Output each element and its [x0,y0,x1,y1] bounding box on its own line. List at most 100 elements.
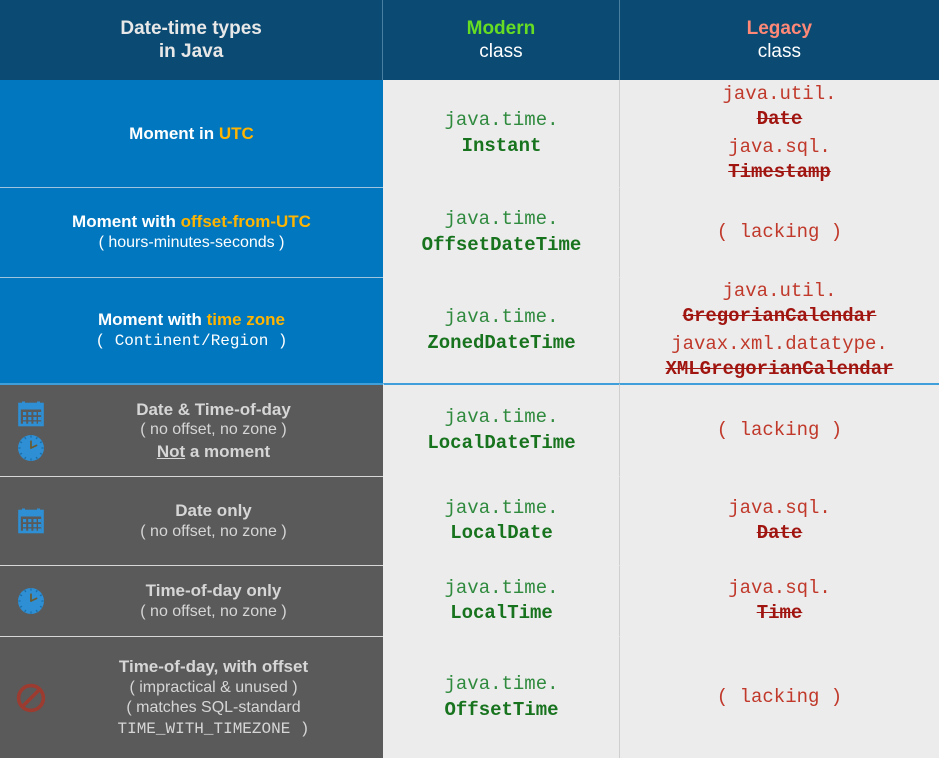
modern-class-cell: java.time.Instant [383,80,619,187]
header-cell-legacy: Legacy class [618,0,939,80]
class-pair: javax.xml.datatype.XMLGregorianCalendar [665,332,893,382]
description-title: Time-of-day only [145,580,282,600]
class-name: XMLGregorianCalendar [665,357,894,380]
description-body: Time-of-day, with offset ( impractical & … [6,656,377,739]
description-body: Date & Time-of-day ( no offset, no zone )… [6,399,377,463]
class-pair: java.util.GregorianCalendar [665,279,893,329]
legacy-class-cell: ( lacking ) [619,187,939,277]
description-subtitle: ( no offset, no zone ) [140,421,287,439]
legacy-class-cell: ( lacking ) [619,383,939,476]
modern-class-cell: java.time.OffsetTime [383,636,619,758]
class-pair: java.time.LocalDateTime [427,405,575,455]
description-body: Moment with offset-from-UTC ( hours-minut… [6,211,377,253]
class-pair: java.sql.Timestamp [722,135,836,185]
legacy-lacking-label: ( lacking ) [716,685,843,708]
table-row: Time-of-day only( no offset, no zone ) ja… [0,565,939,636]
legacy-class-block: java.sql. Time [728,576,831,626]
description-subtitle: ( Continent/Region ) [95,332,288,351]
description-subtitle: ( hours-minutes-seconds ) [98,234,285,252]
description-body: Time-of-day only( no offset, no zone ) [6,580,377,622]
modern-class-block: java.time.Instant [444,108,558,158]
legacy-class-cell: java.sql. Time [619,565,939,636]
package-name: java.time. [444,306,559,329]
package-name: java.time. [444,496,559,519]
row-icon-stack [12,477,50,565]
package-name: java.sql. [728,496,831,519]
row-description-cell: Time-of-day, with offset ( impractical & … [0,636,383,758]
table-header-row: Date-time types in Java Modern class Leg… [0,0,939,80]
description-body: Date only( no offset, no zone ) [6,500,377,542]
class-pair: java.time.Instant [444,108,558,158]
class-pair: java.sql. Time [728,576,831,626]
row-icon-stack [12,385,50,476]
modern-class-block: java.time.ZonedDateTime [427,305,575,355]
description-title: Date only [175,500,252,520]
row-icon-stack [12,566,50,636]
description-subtitle: TIME_WITH_TIMEZONE ) [117,719,310,738]
description-body: Moment in UTC [6,123,377,145]
row-description-cell: Moment with offset-from-UTC ( hours-minut… [0,187,383,277]
description-subtitle: ( matches SQL-standard [126,699,301,717]
package-name: java.util. [722,280,837,303]
package-name: java.time. [444,576,559,599]
class-name: Date [756,108,803,131]
legacy-class-block: ( lacking ) [717,685,842,710]
package-name: java.time. [444,109,559,132]
table-row: Date & Time-of-day ( no offset, no zone )… [0,383,939,476]
class-pair: java.time.ZonedDateTime [427,305,575,355]
class-pair: java.time.OffsetTime [444,672,558,722]
row-description-cell: Moment with time zone ( Continent/Region … [0,277,383,383]
class-name: Date [756,522,803,544]
class-name: Timestamp [728,160,831,183]
class-name: LocalTime [450,602,553,624]
table-row: Moment with time zone ( Continent/Region … [0,277,939,383]
table-row: Moment in UTC java.time.Instant java.util.… [0,80,939,187]
row-description-cell: Date only( no offset, no zone ) [0,476,383,565]
package-name: javax.xml.datatype. [671,332,888,355]
class-pair: java.time. LocalDate [444,496,558,546]
description-note-emphasis: Not [156,441,186,461]
description-title: Moment with time zone [97,310,285,330]
legacy-class-block: java.sql. Date [728,496,831,546]
package-name: java.time. [444,208,559,231]
package-name: java.util. [722,83,837,106]
modern-class-block: java.time.OffsetTime [444,672,558,722]
class-pair: java.time. LocalTime [444,576,558,626]
modern-class-block: java.time.LocalDateTime [427,405,575,455]
modern-class-cell: java.time.OffsetDateTime [383,187,619,277]
modern-class-cell: java.time.ZonedDateTime [383,277,619,383]
package-name: java.sql. [728,576,831,599]
class-name: LocalDateTime [427,431,576,454]
modern-class-cell: java.time.LocalDateTime [383,383,619,476]
description-subtitle: ( impractical & unused ) [129,678,298,696]
header-legacy-sub: class [757,41,801,62]
row-description-cell: Date & Time-of-day ( no offset, no zone )… [0,383,383,476]
clock-icon [18,588,44,614]
class-pair: java.sql. Date [728,496,831,546]
class-name: OffsetDateTime [421,233,582,256]
class-name: LocalDate [450,522,553,544]
header-modern-sub: class [479,41,523,62]
description-highlight: time zone [206,310,285,330]
clock-icon [18,434,44,461]
row-description-cell: Time-of-day only( no offset, no zone ) [0,565,383,636]
legacy-class-cell: ( lacking ) [619,636,939,758]
table-row: Date only( no offset, no zone ) java.time… [0,476,939,565]
package-name: java.time. [444,406,559,429]
header-title-line2: in Java [158,41,224,62]
header-cell-types: Date-time types in Java [0,0,382,80]
description-title: Date & Time-of-day [136,399,291,419]
description-title: Time-of-day, with offset [118,656,309,676]
modern-class-block: java.time. LocalTime [444,576,558,626]
class-pair: java.util.Date [722,82,836,132]
header-title-line1: Date-time types [120,17,262,39]
description-highlight: offset-from-UTC [180,212,311,232]
class-name: Instant [461,134,542,157]
description-title: Moment in UTC [129,123,254,143]
description-title: Moment with offset-from-UTC [72,212,311,232]
class-name: ZonedDateTime [427,331,576,354]
class-name: Time [756,602,803,624]
legacy-lacking-label: ( lacking ) [716,418,843,441]
